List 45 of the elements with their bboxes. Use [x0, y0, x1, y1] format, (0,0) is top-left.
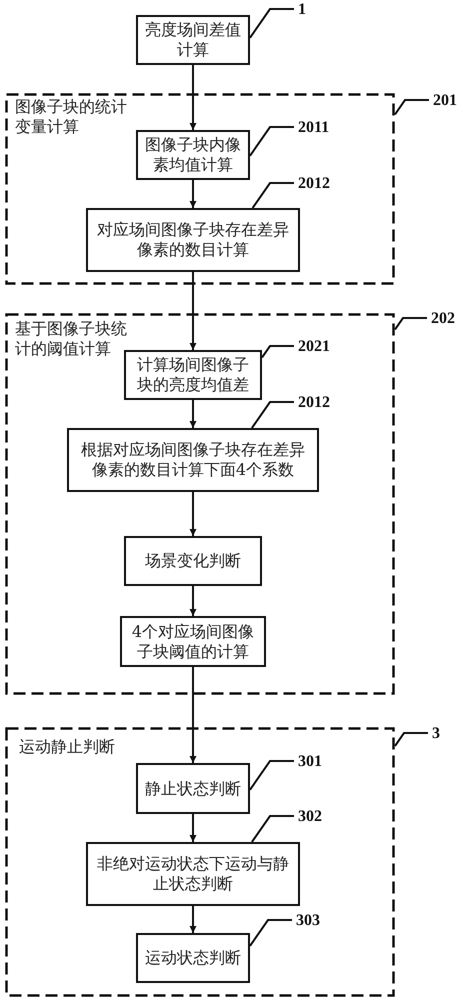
- leader-line: [251, 401, 294, 429]
- leader-line: [249, 126, 294, 156]
- process-box: 4个对应场间图像子块阈值的计算: [120, 616, 266, 667]
- leader-line: [252, 182, 294, 209]
- leader-line: [394, 732, 428, 747]
- dashed-group-frame: [5, 313, 395, 695]
- process-box: 静止状态判断: [136, 763, 250, 814]
- callout-number: 303: [296, 913, 326, 929]
- process-box: 场景变化判断: [124, 536, 262, 586]
- callout-number: 202: [431, 311, 461, 327]
- callout-number: 201: [433, 93, 463, 109]
- arrow: [190, 667, 196, 763]
- callout-number: 2012: [298, 176, 338, 192]
- arrow: [190, 400, 196, 428]
- callout-number: 301: [298, 754, 328, 770]
- process-box: 运动状态判断: [136, 933, 250, 983]
- process-box: 根据对应场间图像子块存在差异像素的数目计算下面4个系数: [67, 428, 319, 492]
- leader-line: [261, 345, 294, 358]
- callout-number: 2012: [298, 395, 338, 411]
- callout-number: 2011: [298, 120, 338, 136]
- arrow: [190, 65, 196, 130]
- process-box: 亮度场间差值计算: [136, 15, 250, 65]
- leader-line: [394, 317, 427, 330]
- arrow: [190, 272, 196, 350]
- arrow: [190, 492, 196, 536]
- leader-line: [394, 99, 429, 115]
- process-box: 对应场间图像子块存在差异像素的数目计算: [86, 208, 300, 272]
- leader-line: [251, 815, 294, 843]
- process-box: 非绝对运动状态下运动与静止状态判断: [86, 842, 300, 906]
- group-title: 运动静止判断: [19, 737, 115, 757]
- callout-number: 3: [432, 726, 452, 742]
- dashed-group-frame: [5, 727, 395, 997]
- dashed-group-frame: [5, 93, 395, 285]
- arrow: [190, 586, 196, 616]
- leader-line: [249, 919, 292, 946]
- process-box: 图像子块内像素均值计算: [136, 130, 250, 180]
- arrow: [190, 814, 196, 842]
- leader-line: [249, 8, 294, 38]
- process-box: 计算场间图像子块的亮度均值差: [124, 350, 262, 400]
- callout-number: 2021: [298, 339, 338, 355]
- arrow: [190, 906, 196, 933]
- callout-number: 302: [298, 809, 328, 825]
- callout-number: 1: [298, 2, 318, 18]
- arrow: [190, 180, 196, 208]
- leader-line: [249, 760, 294, 790]
